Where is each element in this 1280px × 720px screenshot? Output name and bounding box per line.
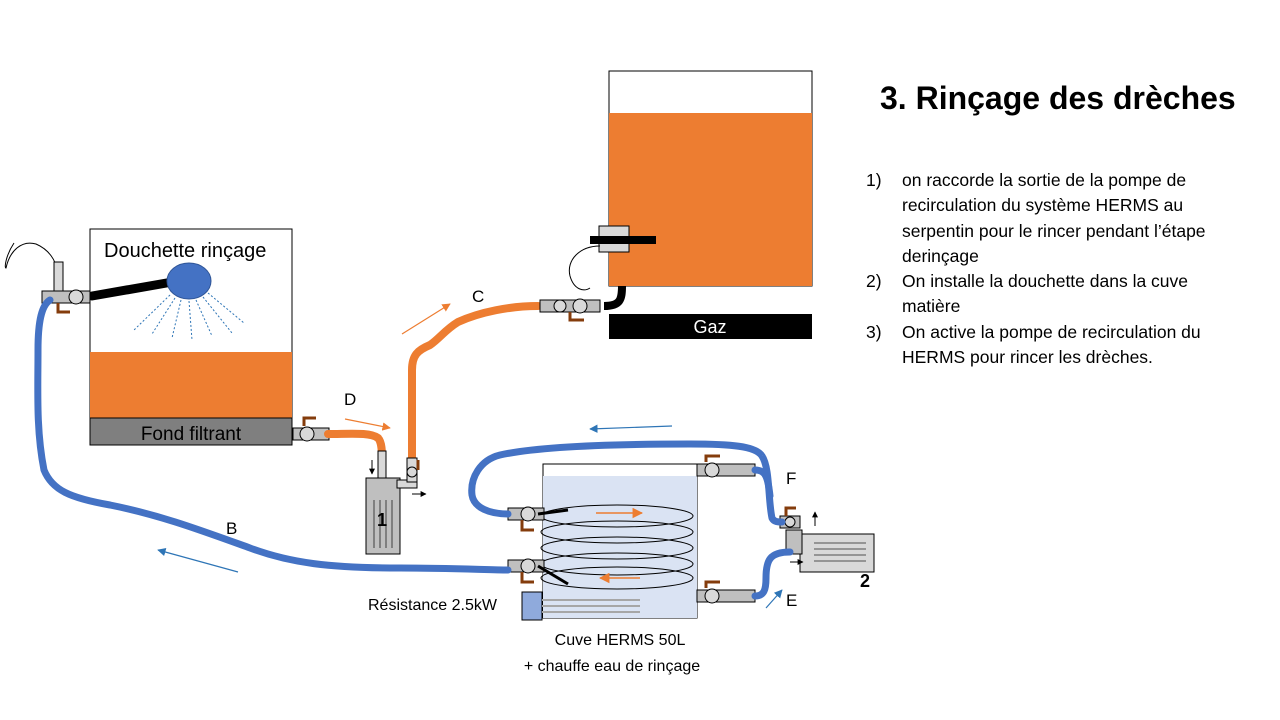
herms-upper-right-valve [696,454,756,478]
mash-tun-liquid [90,352,292,418]
hose-label-f: F [786,469,796,488]
hose-label-d: D [344,390,356,409]
step-3: 3) On active la pompe de recirculation du… [866,320,1246,371]
herms-coil-outlet-valve [507,558,569,586]
step-2-text: On installe la douchette dans la cuve ma… [902,271,1189,317]
pump-2: 2 [779,506,875,591]
pump-2-label: 2 [860,571,870,591]
step-1-text: on raccorde la sortie de la pompe de rec… [902,170,1206,266]
resistance-label: Résistance 2.5kW [368,597,498,614]
cuve-label-line1: Cuve HERMS 50L [555,632,686,649]
step-3-text: On active la pompe de recirculation du H… [902,321,1201,368]
flow-arrow-e [765,589,783,609]
hose-e [751,548,794,600]
step-2-number: 2) [866,271,882,292]
herms-tank: Résistance 2.5kW Cuve HERMS 50L + chauff… [368,463,700,675]
hose-label-b: B [226,519,237,538]
pump-1-label: 1 [377,510,387,530]
hose-f [751,466,774,500]
steps-list: 1) on raccorde la sortie de la pompe de r… [866,168,1246,370]
step-2: 2) On installe la douchette dans la cuve … [866,269,1246,320]
shower-head: Douchette rinçage [87,240,266,341]
mash-tun: Fond filtrant [89,228,293,446]
step-1: 1) on raccorde la sortie de la pompe de r… [866,168,1246,269]
hose-d [324,429,386,464]
hot-liquor-tank: Gaz [539,70,813,339]
heating-element [521,591,543,621]
herms-coil-inlet-valve [507,506,569,532]
hose-upper-return [468,440,786,526]
false-bottom [89,417,293,446]
slide-title: 3. Rinçage des drèches [880,80,1236,116]
hose-label-e: E [786,591,797,610]
cuve-label-line2: + chauffe eau de rinçage [524,658,700,675]
herms-lower-right-valve [696,580,756,604]
water-spray-icon [133,292,245,341]
step-1-number: 1) [866,170,882,190]
hose-c [408,302,542,464]
pump-1: 1 [365,450,427,555]
hose-b [34,296,512,574]
hot-liquor-water [609,113,812,286]
douchette-label: Douchette rinçage [104,240,266,262]
mash-outlet-valve [292,416,330,442]
gaz-label: Gaz [693,317,726,337]
flow-arrow-d [344,418,391,431]
step-3-number: 3) [866,321,882,342]
flow-arrow-b [157,547,239,573]
hose-label-c: C [472,287,484,306]
herms-water [543,476,697,618]
gas-burner [609,314,812,339]
shower-head-icon [166,262,212,300]
shower-valve [4,242,91,314]
flow-arrow-c [401,303,451,335]
flow-arrow-top [589,424,673,433]
fond-filtrant-label: Fond filtrant [141,424,242,445]
